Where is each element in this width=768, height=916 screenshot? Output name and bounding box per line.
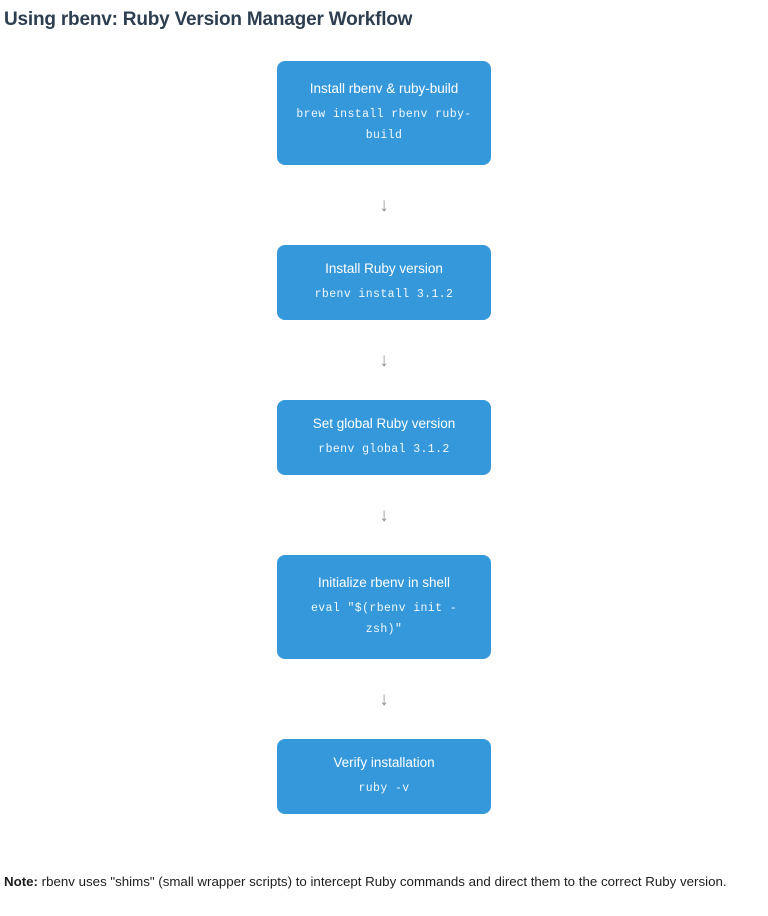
flow-node-command: rbenv install 3.1.2 [314, 288, 454, 301]
flow-node-set-global-version: Set global Ruby version rbenv global 3.1… [277, 400, 491, 475]
flow-node-label: Install rbenv & ruby-build [309, 81, 459, 96]
flow-node-initialize-shell: Initialize rbenv in shell eval "$(rbenv … [277, 555, 491, 659]
flow-node-command: eval "$(rbenv init - zsh)" [310, 602, 458, 636]
flow-node-command: ruby -v [358, 782, 410, 795]
flow-node-command: rbenv global 3.1.2 [318, 443, 450, 456]
arrow-down-icon-1: ↓ [379, 194, 389, 216]
flow-node-install-ruby-version: Install Ruby version rbenv install 3.1.2 [277, 245, 491, 320]
arrow-down-icon-3: ↓ [379, 504, 389, 526]
flow-node-verify-installation: Verify installation ruby -v [277, 739, 491, 814]
workflow-flowchart: Install rbenv & ruby-build brew install … [4, 32, 764, 834]
flow-node-label: Install Ruby version [325, 261, 443, 276]
flow-node-install-rbenv: Install rbenv & ruby-build brew install … [277, 61, 491, 165]
page-title: Using rbenv: Ruby Version Manager Workfl… [4, 9, 413, 30]
footer-note: Note: rbenv uses "shims" (small wrapper … [4, 870, 764, 916]
flow-node-label: Set global Ruby version [312, 416, 456, 431]
footer-note-text: rbenv uses "shims" (small wrapper script… [37, 874, 727, 889]
flow-node-label: Verify installation [333, 755, 435, 770]
footer-note-prefix: Note: [4, 874, 38, 889]
flow-node-command: brew install rbenv ruby-build [296, 108, 472, 142]
arrow-down-icon-2: ↓ [379, 349, 389, 371]
arrow-down-icon-4: ↓ [379, 688, 389, 710]
flow-node-label: Initialize rbenv in shell [317, 575, 451, 590]
